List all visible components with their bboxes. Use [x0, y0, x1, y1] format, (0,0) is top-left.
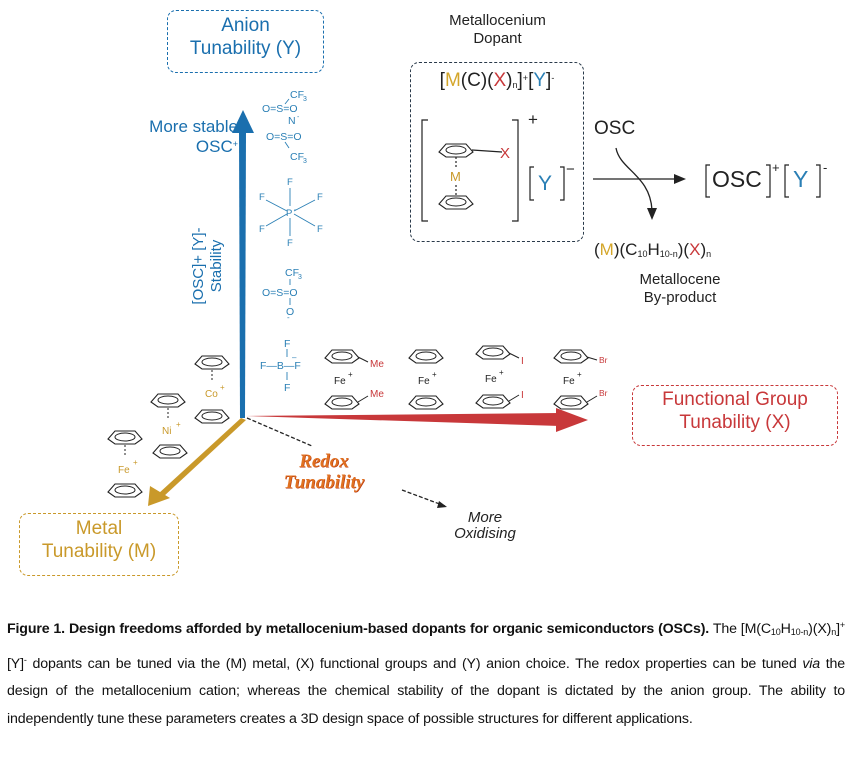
functional-axis-arrow	[246, 408, 588, 432]
caption-via: via	[802, 655, 821, 672]
product-cation-charge: +	[772, 160, 780, 175]
svg-text:+: +	[577, 370, 582, 379]
svg-text:Fe: Fe	[334, 376, 346, 387]
byproduct-label: Metallocene By-product	[639, 271, 721, 306]
anion-axis-arrow	[232, 110, 254, 418]
svg-text:N: N	[288, 115, 296, 127]
dopant-cation-charge: +	[528, 110, 538, 129]
cobaltocenium: Co +	[194, 355, 230, 424]
svg-text:F: F	[284, 382, 290, 394]
more-stable-label: More stable OSC+	[149, 117, 238, 157]
caption-body-middle: dopants can be tuned via the (M) metal, …	[32, 655, 803, 672]
dopant-structure	[421, 119, 565, 222]
redox-tunability-label: Redox Tunability	[283, 451, 365, 493]
svg-text:3: 3	[298, 274, 302, 281]
anion-tunability-box	[167, 10, 324, 73]
svg-text:-: -	[287, 313, 290, 322]
more-oxidising-label: More Oxidising	[454, 509, 516, 542]
ferrocenium-dimethyl: Me Fe + Me	[324, 349, 384, 410]
byproduct-arrow	[615, 147, 657, 220]
anion-bf4: F F—B—F – F	[260, 338, 301, 394]
metal-tunability-label: Metal Tunability (M)	[41, 518, 157, 562]
svg-text:+: +	[432, 370, 437, 379]
dopant-title: Metallocenium Dopant	[449, 12, 546, 47]
svg-text:F: F	[259, 192, 265, 203]
svg-text:Fe: Fe	[118, 465, 130, 476]
product-anion-charge: -	[823, 160, 828, 175]
svg-text:Br: Br	[599, 388, 608, 398]
product-anion: Y	[793, 166, 809, 192]
svg-text:Co: Co	[205, 389, 218, 400]
caption-title: Design freedoms afforded by metalloceniu…	[68, 621, 710, 637]
svg-text:Ni: Ni	[162, 426, 171, 437]
svg-text:I: I	[521, 356, 524, 367]
svg-text:P: P	[286, 208, 292, 219]
svg-text:Fe: Fe	[418, 376, 430, 387]
ferrocenium-metal: Fe +	[107, 430, 143, 498]
byproduct-formula: (M)(C10H10-n)(X)n	[594, 240, 712, 259]
ferrocenium-dibromo: Br Fe + Br	[553, 349, 608, 410]
reagent-osc: OSC	[594, 118, 636, 139]
product-formula: OSC	[712, 166, 762, 192]
caption-figure-label: Figure 1	[7, 621, 62, 637]
svg-text:CF: CF	[285, 267, 299, 279]
dopant-formula: [M(C)(X)n]+[Y]-	[439, 70, 555, 91]
svg-text:F: F	[287, 177, 293, 188]
svg-text:+: +	[133, 458, 138, 467]
stability-label: [OSC]+ [Y]- Stability	[190, 227, 225, 305]
nickelocenium: Ni +	[150, 393, 188, 459]
svg-text:F: F	[284, 338, 290, 350]
svg-text:O=S=O: O=S=O	[262, 287, 298, 299]
dopant-anion: Y	[538, 172, 553, 195]
svg-text:3: 3	[303, 96, 307, 103]
caption-body-start: The [M(C	[712, 621, 771, 637]
svg-text:+: +	[220, 383, 225, 392]
ferrocenium-unsubstituted: Fe +	[408, 349, 444, 410]
dopant-substituent: X	[500, 145, 511, 162]
svg-text:CF: CF	[290, 151, 304, 163]
svg-text:F: F	[317, 192, 323, 203]
svg-text:O: O	[286, 306, 294, 318]
figure-caption: Figure 1. Design freedoms afforded by me…	[7, 620, 846, 727]
svg-text:+: +	[348, 370, 353, 379]
svg-text:I: I	[521, 390, 524, 401]
redox-axis	[246, 417, 447, 508]
anion-pf6: F F F P- F F F	[259, 177, 323, 249]
svg-text:F: F	[287, 238, 293, 249]
metal-tunability-box	[19, 513, 179, 576]
svg-text:O=S=O: O=S=O	[266, 131, 302, 143]
functional-tunability-box	[632, 385, 838, 446]
dopant-metal: M	[450, 169, 461, 184]
functional-tunability-label: Functional Group Tunability (X)	[662, 389, 808, 433]
anion-tunability-label: Anion Tunability (Y)	[189, 15, 302, 59]
svg-text:Me: Me	[370, 389, 384, 400]
svg-text:-: -	[294, 207, 297, 214]
svg-text:F: F	[317, 224, 323, 235]
svg-text:Br: Br	[599, 355, 608, 365]
svg-text:+: +	[176, 420, 181, 429]
svg-text:+: +	[499, 368, 504, 377]
dopant-box	[410, 62, 584, 242]
product-brackets	[705, 164, 821, 198]
metal-axis-arrow	[148, 418, 246, 506]
reaction-arrow	[593, 174, 686, 184]
svg-text:CF: CF	[290, 89, 304, 101]
dopant-anion-charge: −	[566, 161, 575, 178]
svg-text:3: 3	[303, 158, 307, 165]
svg-text:F: F	[259, 224, 265, 235]
svg-text:-: -	[297, 114, 300, 121]
svg-text:–: –	[292, 353, 297, 362]
caption-body-end: the design of the metallocenium cation; …	[7, 655, 846, 727]
svg-text:Fe: Fe	[485, 374, 497, 385]
svg-text:F—B—F: F—B—F	[260, 360, 301, 372]
svg-text:O=S=O: O=S=O	[262, 103, 298, 115]
svg-text:Fe: Fe	[563, 376, 575, 387]
svg-text:Me: Me	[370, 359, 384, 370]
ferrocenium-diiodo: I Fe + I	[475, 345, 524, 409]
